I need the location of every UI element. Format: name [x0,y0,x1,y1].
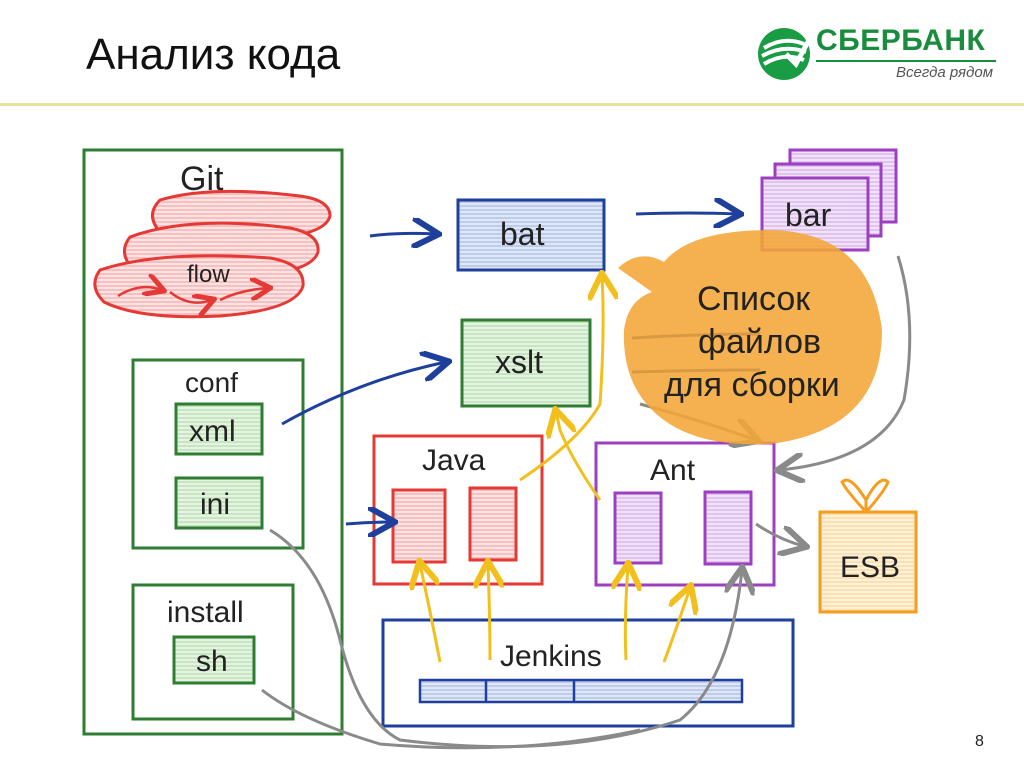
jenkins-pipeline-bar [418,678,744,704]
xslt-label: xslt [495,344,543,380]
conf-label: conf [185,367,238,398]
flow-label: flow [187,261,230,288]
bar-label: bar [785,197,832,233]
arrow-ini-to-ant [269,528,742,749]
flow-arrow-1 [117,287,162,296]
sberbank-logo: СБЕРБАНК Всегда рядом [756,20,1006,90]
flow-arrow-3 [219,288,268,302]
ant-file-2 [703,490,753,566]
logo-name: СБЕРБАНК [816,24,986,57]
java-label: Java [422,444,486,477]
xml-box [174,402,264,456]
git-repository-frame [82,148,344,736]
bat-box [456,198,606,272]
jenkins-box [381,618,795,728]
flow-branch-shape [93,254,305,319]
arrow-sh-gray [261,688,641,750]
arrow-jenkins-to-java-1 [420,564,442,663]
install-label: install [167,596,244,629]
page-number: 8 [975,733,984,750]
arrow-java-to-bat [519,276,603,482]
callout-bubble [618,230,882,445]
esb-label: ESB [840,551,900,584]
slide-title: Анализ кода [86,30,341,79]
esb-gift-box [818,510,918,614]
arrow-jenkins-to-java-2 [488,564,490,661]
logo-underline [816,60,996,62]
jenkins-label: Jenkins [500,640,602,673]
arrow-bar-to-ant [780,255,912,470]
flow-arrow-2 [169,291,212,303]
xslt-box [460,318,592,408]
java-class-file-1 [391,488,447,564]
arrow-bat-to-bar [635,213,738,214]
title-divider [0,103,1024,106]
callout-line-1: Список [697,280,811,318]
arrow-ant-to-xslt [556,412,602,501]
bat-label: bat [500,216,545,252]
java-class-file-2 [468,486,518,562]
arrow-git-to-bat [369,233,436,236]
arrow-jenkins-to-ant-2 [662,588,690,663]
conf-group [131,358,305,550]
sh-label: sh [196,645,228,678]
install-group [131,583,295,721]
xml-label: xml [189,415,236,448]
ant-file-1 [613,491,663,565]
callout-line-2: файлов [698,323,821,361]
sberbank-emblem-icon [758,28,812,80]
callout-line-3: для сборки [664,366,840,404]
ini-box [174,476,264,530]
sh-box [172,635,256,685]
arrow-xml-to-xslt [281,362,446,426]
arrow-ini-to-java [345,522,392,524]
arrow-jenkins-to-ant-1 [625,566,628,661]
arrow-ant-to-esb [755,522,804,546]
ini-label: ini [200,488,230,521]
ant-label: Ant [650,454,696,487]
logo-tagline: Всегда рядом [896,64,993,81]
